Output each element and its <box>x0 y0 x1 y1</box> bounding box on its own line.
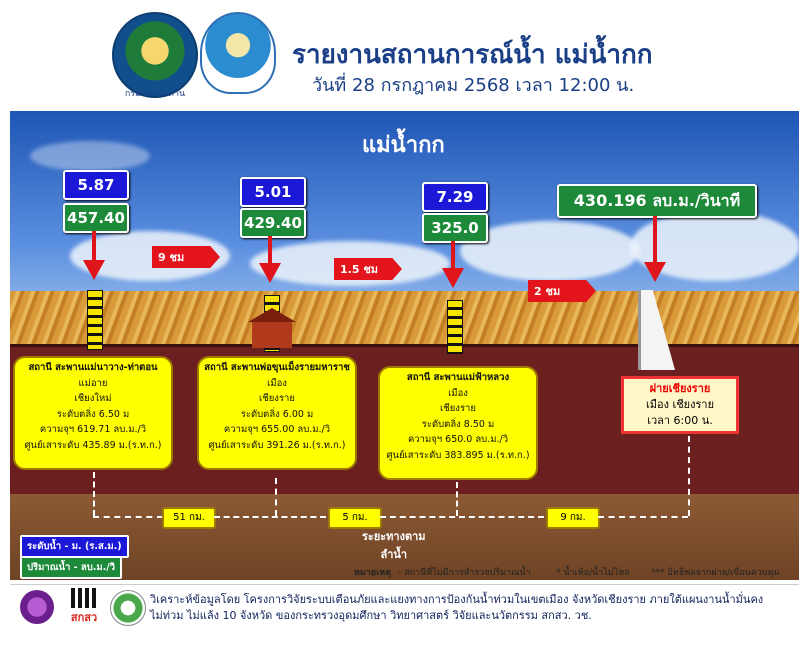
station-1-level: 5.87 <box>63 170 129 200</box>
station-2-flow: 429.40 <box>240 208 306 238</box>
footer-text: วิเคราะห์ข้อมูลโดย โครงการวิจัยระบบเตือน… <box>150 593 764 622</box>
station-1-info: สถานี สะพานแม่นาวาง-ท่าตอน แม่อาย เชียงใ… <box>13 356 173 470</box>
ground-layer <box>10 494 799 580</box>
note-2: * น้ำเท้อ/น้ำไม่ไหล <box>556 568 630 578</box>
water-resources-logo <box>200 12 276 94</box>
distance-line <box>214 516 326 518</box>
station-3-flow: 325.0 <box>422 213 488 243</box>
page-title: รายงานสถานการณ์น้ำ แม่น้ำกก <box>292 40 653 70</box>
distance-line <box>93 516 163 518</box>
station-1-gauge-icon <box>87 290 103 350</box>
nrct-logo <box>110 590 146 626</box>
station-3-level: 7.29 <box>422 182 488 212</box>
station-2-arrow-line <box>268 236 272 264</box>
distance-2: 5 กม. <box>328 507 382 529</box>
distance-line <box>275 478 277 516</box>
distance-line <box>688 436 690 516</box>
distance-1: 51 กม. <box>162 507 216 529</box>
rid-logo <box>112 12 198 98</box>
travel-time-3: 2 ชม <box>528 280 596 302</box>
station-2-level: 5.01 <box>240 177 306 207</box>
station-3-info: สถานี สะพานแม่ฟ้าหลวง เมือง เชียงราย ระด… <box>378 366 538 480</box>
distance-line <box>380 516 544 518</box>
station-3-arrow-line <box>451 241 455 269</box>
travel-time-1: 9 ชม <box>152 246 220 268</box>
dam-arrow-icon <box>644 262 666 282</box>
station-3-gauge-icon <box>447 300 463 354</box>
note-3: *** อิทธิพลจากฝาย/เขื่อนควบคุม <box>651 568 780 578</box>
note-1: - สถานีที่ไม่มีการสำรวจปริมาณน้ำ <box>398 568 531 578</box>
river-name: แม่น้ำกก <box>362 133 445 158</box>
distance-line <box>598 516 688 518</box>
flow-direction-label: ระยะทางตาม ลำน้ำ <box>362 530 426 561</box>
rice-field <box>10 291 799 353</box>
weir-info: ฝายเชียงราย เมือง เชียงราย เวลา 6:00 น. <box>621 376 739 434</box>
station-2-info: สถานี สะพานพ่อขุนเม็งรายมหาราช เมือง เชี… <box>197 356 357 470</box>
note-label: หมายเหตุ <box>354 568 392 578</box>
dam-flow: 430.196 ลบ.ม./วินาที <box>557 184 757 218</box>
station-1-arrow-icon <box>83 260 105 280</box>
tsri-logo: สกสว <box>64 588 104 624</box>
station-1-flow: 457.40 <box>63 203 129 233</box>
tsri-logo-text: สกสว <box>70 611 98 624</box>
legend-level: ระดับน้ำ - ม. (ร.ส.ม.) <box>20 535 129 558</box>
rid-logo-caption: กรมชลประทาน <box>124 89 186 99</box>
station-3-arrow-icon <box>442 268 464 288</box>
travel-time-2: 1.5 ชม <box>334 258 402 280</box>
station-2-arrow-icon <box>259 263 281 283</box>
house-icon <box>248 308 296 348</box>
distance-line <box>456 482 458 516</box>
distance-3: 9 กม. <box>546 507 600 529</box>
page-subtitle: วันที่ 28 กรกฎาคม 2568 เวลา 12:00 น. <box>312 75 635 96</box>
dam-arrow-line <box>653 216 657 262</box>
university-logo <box>20 590 54 624</box>
station-1-arrow-line <box>92 231 96 261</box>
legend-flow: ปริมาณน้ำ - ลบ.ม./วิ <box>20 556 123 579</box>
distance-line <box>93 472 95 516</box>
